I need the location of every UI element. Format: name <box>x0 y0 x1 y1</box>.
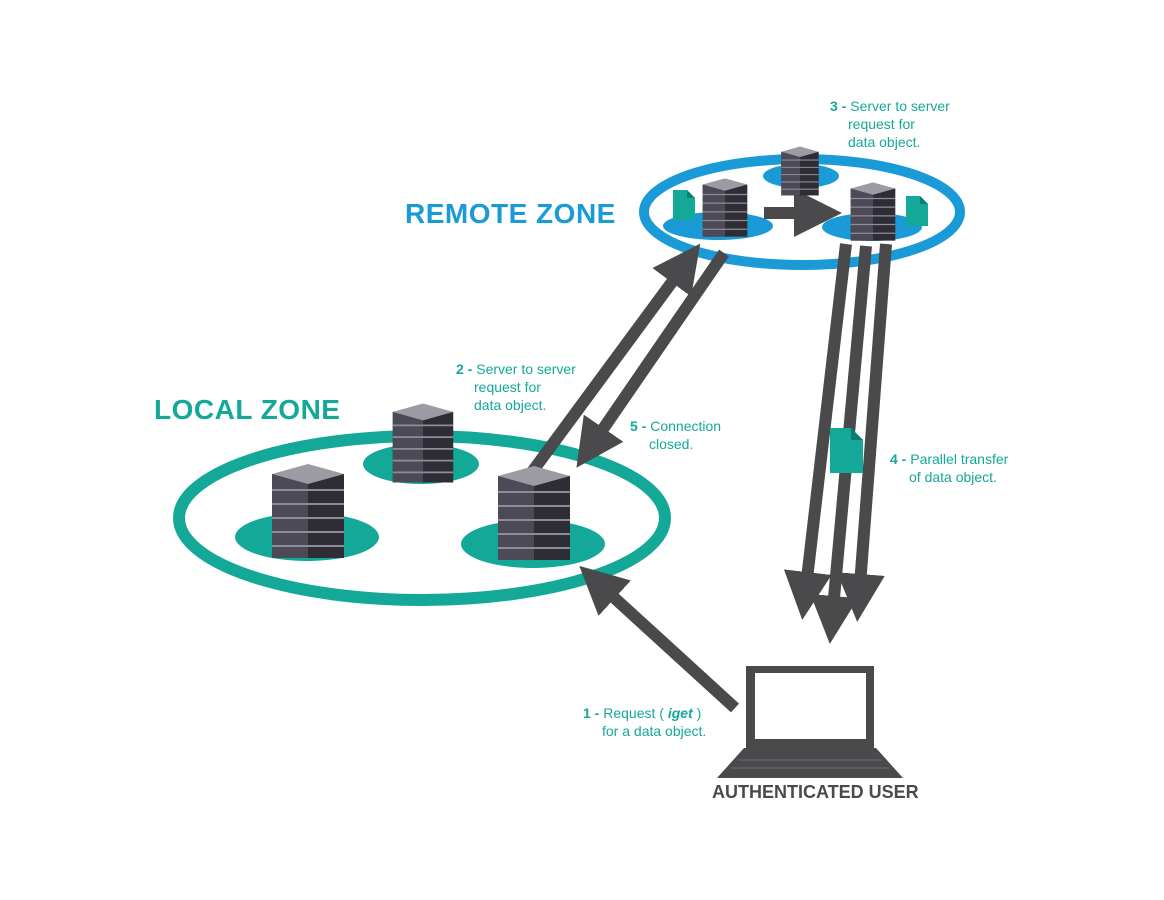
step-5-num: 5 - <box>630 418 646 434</box>
laptop-icon <box>717 666 903 778</box>
step-2-line2: request for <box>456 378 576 396</box>
step-2-line3: data object. <box>456 396 576 414</box>
step-5-line1: Connection <box>650 418 721 434</box>
step-1-num: 1 - <box>583 705 599 721</box>
step-1-text-a: Request ( <box>603 705 664 721</box>
step-1-command: iget <box>668 705 693 721</box>
server-icon <box>393 404 453 483</box>
server-icon <box>498 466 570 560</box>
server-icon <box>781 147 818 196</box>
step-3-line3: data object. <box>830 133 950 151</box>
step-5-line2: closed. <box>630 435 721 453</box>
document-icon <box>673 190 695 220</box>
step-3-line1: Server to server <box>850 98 950 114</box>
step-2-label: 2 - Server to server request for data ob… <box>456 360 576 414</box>
step-4-label: 4 - Parallel transfer of data object. <box>890 450 1008 486</box>
server-icon <box>851 182 896 240</box>
document-icon <box>830 428 863 473</box>
arrow-request <box>597 582 735 708</box>
step-4-num: 4 - <box>890 451 906 467</box>
step-2-line1: Server to server <box>476 361 576 377</box>
local-zone-title: LOCAL ZONE <box>154 394 340 426</box>
step-3-label: 3 - Server to server request for data ob… <box>830 97 950 151</box>
document-icon <box>906 196 928 226</box>
step-3-line2: request for <box>830 115 950 133</box>
remote-zone-title: REMOTE ZONE <box>405 198 616 230</box>
step-5-label: 5 - Connection closed. <box>630 417 721 453</box>
server-icon <box>272 464 344 558</box>
step-1-label: 1 - Request ( iget ) for a data object. <box>583 704 706 740</box>
server-icon <box>703 178 748 236</box>
step-3-num: 3 - <box>830 98 846 114</box>
user-label: AUTHENTICATED USER <box>712 782 919 803</box>
step-4-line1: Parallel transfer <box>910 451 1008 467</box>
step-4-line2: of data object. <box>890 468 1008 486</box>
step-1-text-b: ) <box>697 705 702 721</box>
step-2-num: 2 - <box>456 361 472 377</box>
step-1-line2: for a data object. <box>583 722 706 740</box>
